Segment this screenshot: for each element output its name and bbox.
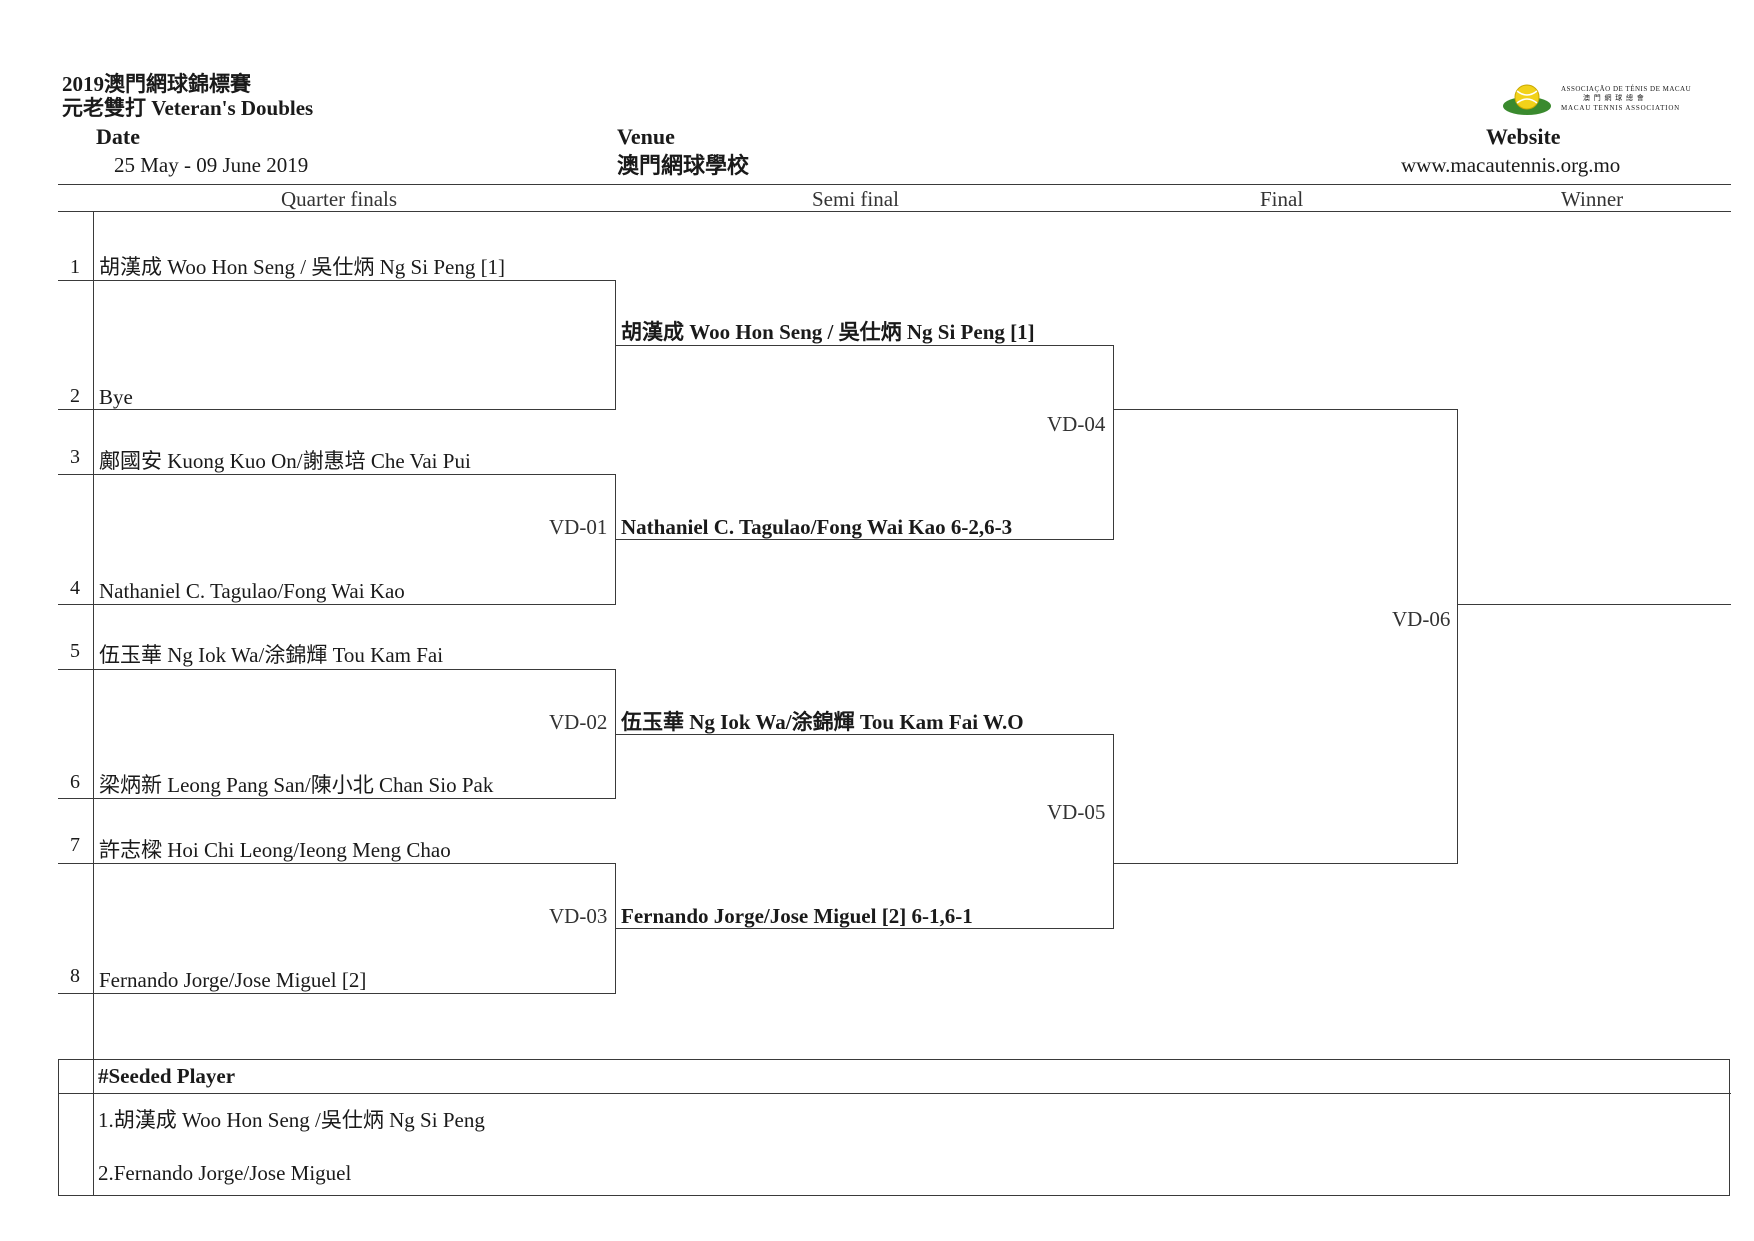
draw-position: 3: [70, 446, 80, 468]
player-name: 鄺國安 Kuong Kuo On/謝惠培 Che Vai Pui: [99, 449, 471, 473]
round-label-final: Final: [1260, 187, 1304, 211]
bracket-connector: [1113, 345, 1114, 539]
seeded-item: 1.胡漢成 Woo Hon Seng /吳仕炳 Ng Si Peng: [98, 1108, 485, 1132]
match-code: VD-01: [549, 515, 608, 539]
bracket-connector: [1113, 734, 1114, 928]
draw-position: 7: [70, 834, 80, 856]
seeded-header-rule: [58, 1093, 1731, 1094]
draw-position: 6: [70, 771, 80, 793]
date-value: 25 May - 09 June 2019: [114, 153, 309, 177]
website-label: Website: [1486, 124, 1561, 149]
player-name: Fernando Jorge/Jose Miguel [2]: [99, 968, 367, 992]
semi-final-player: 伍玉華 Ng Iok Wa/涂錦輝 Tou Kam Fai W.O: [621, 710, 1024, 734]
player-name: 梁炳新 Leong Pang San/陳小北 Chan Sio Pak: [99, 773, 494, 797]
draw-position: 1: [70, 256, 80, 278]
player-name: Nathaniel C. Tagulao/Fong Wai Kao: [99, 579, 405, 603]
logo-text-pt: ASSOCIAÇÃO DE TÉNIS DE MACAU: [1561, 85, 1692, 93]
draw-position: 4: [70, 577, 80, 599]
match-code: VD-03: [549, 904, 608, 928]
draw-position: 2: [70, 385, 80, 407]
match-code: VD-04: [1047, 412, 1106, 436]
round-label-semi-final: Semi final: [812, 187, 899, 211]
player-name: 許志樑 Hoi Chi Leong/Ieong Meng Chao: [99, 838, 451, 862]
draw-position: 8: [70, 965, 80, 987]
association-logo: [1503, 82, 1577, 116]
player-name: 胡漢成 Woo Hon Seng / 吳仕炳 Ng Si Peng [1]: [99, 255, 506, 279]
draw-number-column-divider: [93, 211, 94, 1196]
round-label-quarter-finals: Quarter finals: [281, 187, 398, 211]
event-title: 元老雙打 Veteran's Doubles: [62, 96, 314, 120]
semi-final-player: 胡漢成 Woo Hon Seng / 吳仕炳 Ng Si Peng [1]: [621, 320, 1035, 344]
match-code: VD-06: [1392, 607, 1451, 631]
player-name: Bye: [99, 385, 133, 409]
round-label-winner: Winner: [1561, 187, 1624, 211]
tennis-ball-logo-icon: [1503, 84, 1551, 115]
venue-label: Venue: [617, 124, 675, 149]
seeded-title: #Seeded Player: [98, 1064, 236, 1088]
header-top-rule: [58, 184, 1731, 185]
bracket-connector: [1457, 409, 1458, 863]
player-name: 伍玉華 Ng Iok Wa/涂錦輝 Tou Kam Fai: [99, 643, 444, 667]
website-link[interactable]: www.macautennis.org.mo: [1401, 153, 1621, 177]
venue-value: 澳門網球學校: [617, 153, 750, 178]
match-code: VD-02: [549, 710, 608, 734]
bracket-connector: [615, 669, 616, 798]
logo-text-en: MACAU TENNIS ASSOCIATION: [1561, 104, 1681, 112]
header-bottom-rule: [58, 211, 1731, 212]
semi-final-player: Nathaniel C. Tagulao/Fong Wai Kao 6-2,6-…: [621, 515, 1013, 539]
draw-position: 5: [70, 640, 80, 662]
tournament-title: 2019澳門網球錦標賽: [62, 72, 251, 96]
semi-final-player: Fernando Jorge/Jose Miguel [2] 6-1,6-1: [621, 904, 973, 928]
date-label: Date: [96, 124, 140, 149]
logo-text-zh: 澳 門 網 球 總 會: [1583, 94, 1645, 102]
seeded-item: 2.Fernando Jorge/Jose Miguel: [98, 1161, 352, 1185]
match-code: VD-05: [1047, 800, 1106, 824]
seeded-players-box: [58, 1059, 1730, 1196]
bracket-connector: [615, 280, 616, 409]
